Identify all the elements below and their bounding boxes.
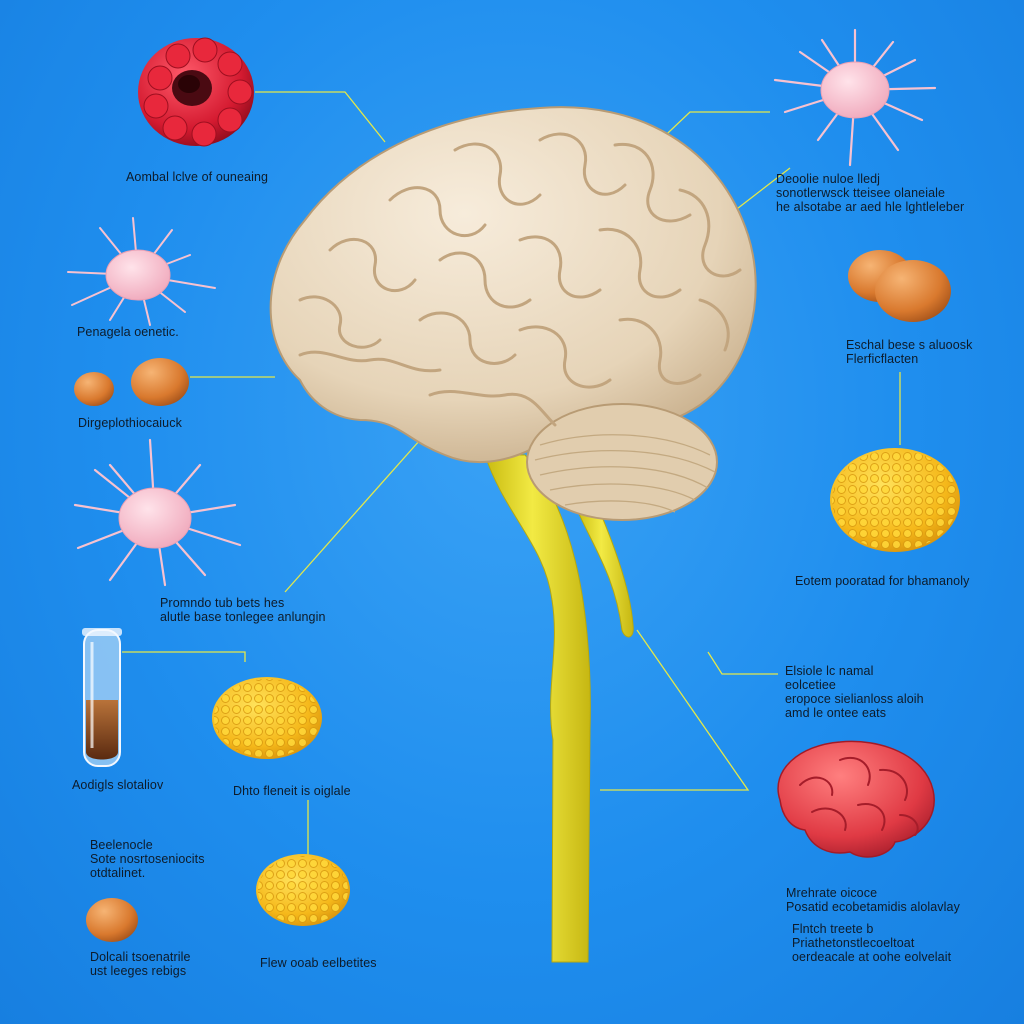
label-yellow-center: Dhto fleneit is oiglale [233, 784, 351, 798]
label-top-left: Aombal lclve of ouneaing [126, 170, 269, 184]
label-bottom-center: Flew ooab eelbetites [260, 956, 377, 970]
yellow-cluster-icon [256, 854, 350, 926]
red-brain-icon [777, 740, 935, 858]
spinal-cord [484, 454, 634, 963]
neuron-cell-icon [73, 438, 242, 587]
leader-line [707, 651, 778, 675]
leader-line [284, 439, 421, 593]
brain-illustration [269, 106, 757, 521]
label-bottom-right: Mrehrate oicoce Posatid ecobetamidis alo… [786, 886, 960, 914]
egg-cell-icon [74, 358, 189, 406]
label-mid-left: Dirgeplothiocaiuck [78, 416, 182, 430]
label-lower-left: Promndo tub bets hes alutle base tonlege… [160, 596, 326, 624]
label-top-right: Deoolie nuloe lledj sonotlerwsck tteisee… [776, 172, 965, 214]
test-tube-icon [82, 628, 122, 767]
label-bottom-left: Dolcali tsoenatrile ust leeges rebigs [90, 950, 191, 978]
leader-line [122, 651, 246, 662]
raspberry-cell-icon [138, 37, 254, 147]
leader-line [600, 629, 750, 791]
label-right-mid: Eotem pooratad for bhamanoly [795, 574, 970, 588]
label-bottom-left-top: Beelenocle Sote nosrtoseniocits otdtalin… [90, 838, 205, 880]
label-right-upper: Eschal bese s aluoosk Flerficflacten [846, 338, 973, 366]
label-bottom-right-2: Flntch treete b Priathetonstlecoeltoat o… [792, 922, 952, 964]
leader-line [255, 91, 386, 143]
leader-lines [122, 91, 901, 855]
label-upper-left: Penagela oenetic. [77, 325, 179, 339]
yellow-cluster-icon [212, 677, 322, 759]
label-tube: Aodigls slotaliov [72, 778, 164, 792]
label-right-lower: Elsiole lc namal eolcetiee eropoce sieli… [785, 664, 924, 720]
neuron-cell-icon [67, 217, 216, 326]
egg-cell-icon [86, 898, 138, 942]
neuron-cell-icon [773, 28, 937, 167]
yellow-cluster-icon [830, 448, 960, 552]
egg-cell-icon [848, 250, 951, 322]
